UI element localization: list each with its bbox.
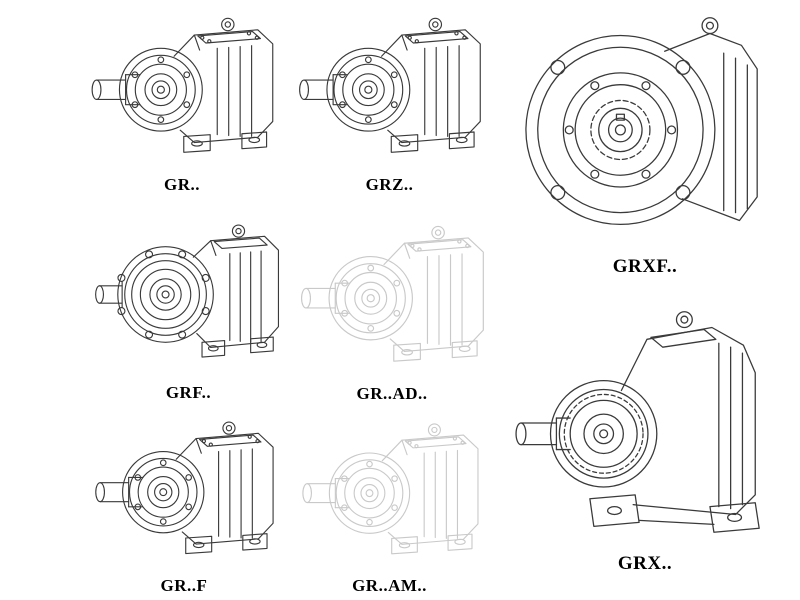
- gearbox-label-grxf: GRXF..: [612, 256, 678, 277]
- gearbox-drawing-grx: [507, 296, 783, 547]
- gearbox-drawing-gr: [82, 6, 282, 169]
- gearbox-drawing-grad: [293, 214, 491, 378]
- gearbox-label-gram: GR..AM..: [352, 576, 427, 595]
- catalog-cell-grxf: GRXF..: [505, 4, 785, 278]
- catalog-cell-grf: GRF..: [86, 212, 291, 403]
- gearbox-drawing-grxf: [517, 4, 773, 250]
- gearbox-drawing-gram: [294, 412, 486, 570]
- gearbox-label-grx: GRX..: [617, 553, 673, 574]
- gearbox-drawing-gr-f: [86, 410, 282, 570]
- gearbox-label-grf: GRF..: [165, 383, 212, 402]
- catalog-cell-grz: GRZ..: [292, 6, 487, 195]
- gearbox-label-grad: GR..AD..: [356, 384, 428, 403]
- gearbox-drawing-grz: [292, 6, 487, 169]
- gearbox-drawing-grf: [89, 212, 289, 377]
- catalog-cell-grad: GR..AD..: [292, 214, 492, 404]
- gearbox-label-grz: GRZ..: [365, 175, 414, 194]
- catalog-cell-gram: GR..AM..: [292, 412, 487, 596]
- gearbox-label-gr-f: GR..F: [160, 576, 208, 595]
- catalog-cell-gr-f: GR..F: [84, 410, 284, 596]
- gearbox-label-gr: GR..: [164, 175, 200, 194]
- catalog-cell-grx: GRX..: [500, 296, 790, 575]
- catalog-cell-gr: GR..: [82, 6, 282, 195]
